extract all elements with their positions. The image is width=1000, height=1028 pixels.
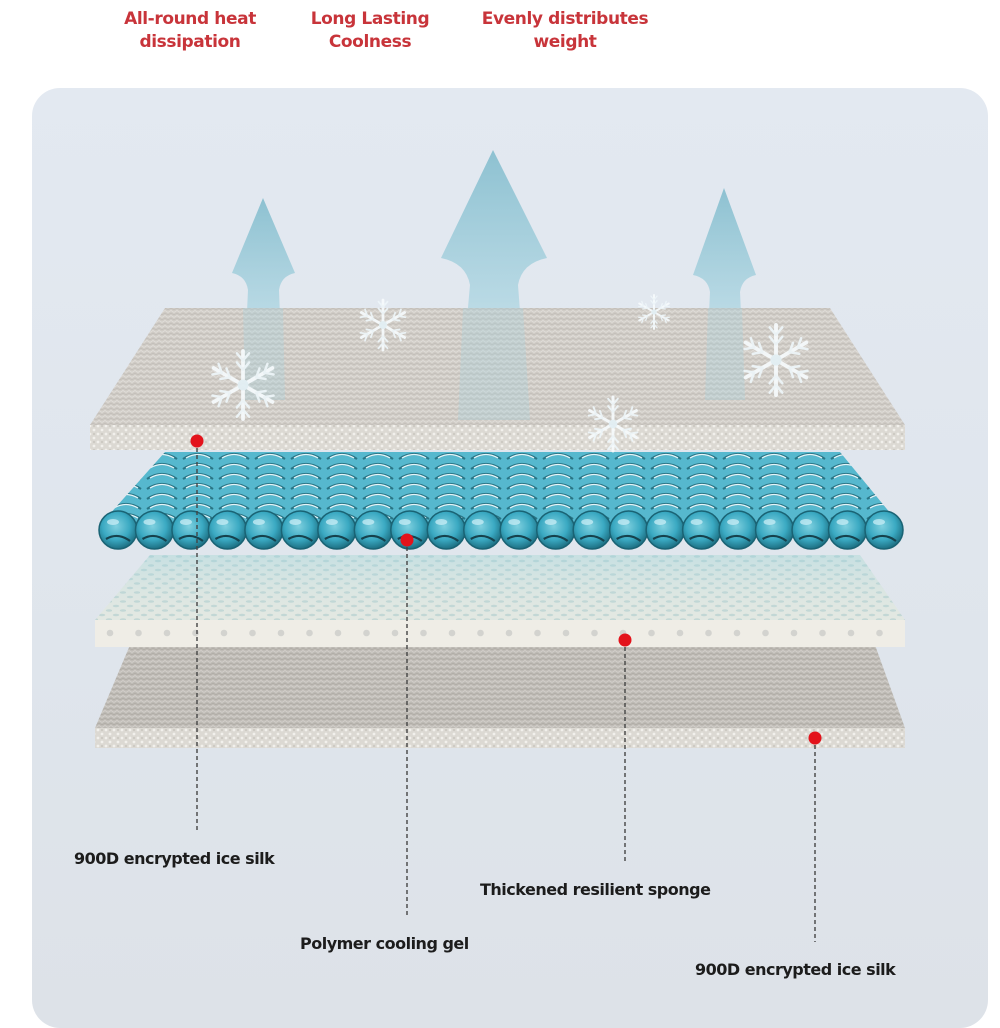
feature-line: dissipation: [139, 32, 241, 52]
layer-top-ice-silk: [90, 308, 905, 450]
sponge-hole: [163, 629, 171, 637]
red-dot-marker-icon: [400, 533, 414, 547]
sponge-hole: [876, 629, 883, 637]
sponge-hole: [192, 629, 199, 637]
gel-tube: [827, 510, 868, 550]
sponge-hole: [477, 629, 484, 637]
gel-tube: [791, 510, 831, 550]
sponge-hole: [676, 629, 684, 637]
gel-tube: [608, 510, 649, 550]
sponge-hole: [847, 629, 855, 637]
snowflake-icon: [743, 323, 809, 397]
snowflake-icon: [211, 349, 275, 421]
gel-tube: [645, 510, 685, 550]
gel-tube: [718, 510, 758, 550]
feature-line: Evenly distributes: [481, 9, 649, 29]
feature-long-lasting-coolness: Long Lasting Coolness: [285, 8, 455, 54]
sponge-hole: [249, 629, 256, 637]
gel-tubes: [98, 510, 904, 550]
gel-tube: [864, 510, 904, 550]
red-dot-marker-icon: [808, 731, 822, 745]
snowflake-icon: [359, 298, 407, 352]
gel-tube: [244, 510, 284, 550]
sponge-holes: [106, 629, 883, 637]
label-sponge: Thickened resilient sponge: [480, 880, 711, 899]
sponge-hole: [705, 629, 712, 637]
gel-tube: [681, 510, 722, 550]
snowflake-icon: [638, 294, 670, 330]
gel-tube: [134, 510, 175, 550]
sponge-hole: [334, 629, 342, 637]
layer-sponge: [95, 555, 905, 647]
gel-tube: [317, 510, 357, 550]
red-dot-marker-icon: [618, 633, 632, 647]
gel-tube: [171, 510, 211, 550]
gel-tube: [280, 510, 321, 550]
sponge-hole: [420, 629, 427, 637]
sponge-hole: [591, 629, 598, 637]
gel-tube: [98, 510, 138, 550]
feature-line: weight: [533, 32, 597, 52]
sponge-hole: [733, 629, 741, 637]
sponge-hole: [106, 629, 114, 637]
sponge-hole: [505, 629, 513, 637]
gel-tube: [535, 510, 576, 550]
gel-tube: [572, 510, 612, 550]
layer-bottom-ice-silk: [95, 645, 905, 748]
sponge-hole: [562, 629, 570, 637]
gel-tube: [353, 510, 394, 550]
label-bottom-ice-silk: 900D encrypted ice silk: [695, 960, 896, 979]
feature-evenly-distributes-weight: Evenly distributes weight: [455, 8, 675, 54]
label-cooling-gel: Polymer cooling gel: [300, 934, 469, 953]
gel-tube: [207, 510, 248, 550]
sponge-hole: [135, 629, 142, 637]
gel-tube: [499, 510, 539, 550]
sponge-hole: [306, 629, 313, 637]
gel-tube: [754, 510, 795, 550]
layer-cooling-gel: [98, 452, 904, 550]
feature-heat-dissipation: All-round heat dissipation: [100, 8, 280, 54]
sponge-hole: [277, 629, 285, 637]
label-top-ice-silk: 900D encrypted ice silk: [74, 849, 275, 868]
red-dot-marker-icon: [190, 434, 204, 448]
sponge-hole: [819, 629, 826, 637]
sponge-hole: [391, 629, 399, 637]
feature-line: All-round heat: [124, 9, 256, 29]
sponge-hole: [762, 629, 769, 637]
sponge-hole: [648, 629, 655, 637]
sponge-hole: [448, 629, 456, 637]
gel-tube: [426, 510, 467, 550]
gel-tube: [463, 510, 503, 550]
feature-line: Coolness: [328, 32, 412, 52]
sponge-hole: [220, 629, 228, 637]
layer-diagram: [90, 150, 905, 942]
sponge-hole: [363, 629, 370, 637]
snowflake-icon: [587, 395, 639, 453]
sponge-hole: [790, 629, 798, 637]
feature-line: Long Lasting: [310, 9, 430, 29]
sponge-hole: [534, 629, 541, 637]
